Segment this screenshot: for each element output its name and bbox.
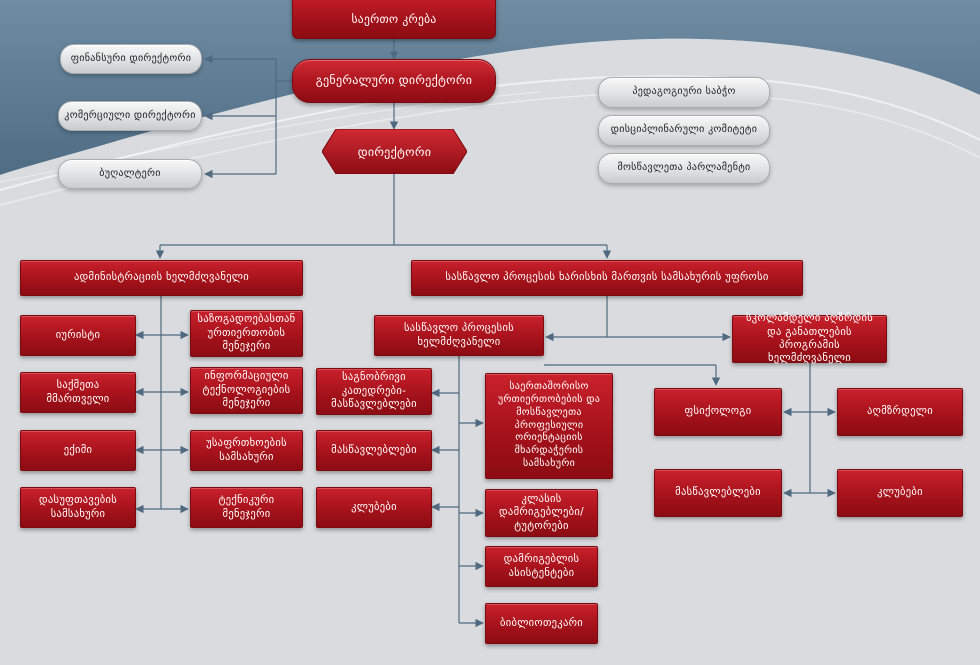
class-tutors-box: კლასის დამრიგებლები/ ტუტორები — [485, 489, 598, 537]
security-service-label: უსაფრთხოების სამსახური — [206, 437, 287, 463]
learning-head-box: სასწავლო პროცესის ხელმძღვანელი — [374, 315, 544, 356]
international-relations-box: საერთაშორისო ურთიერთობების და მოსწავლეთა… — [485, 373, 613, 479]
class-tutors-label: კლასის დამრიგებლები/ ტუტორები — [499, 492, 584, 532]
extracurricular-clubs-box: კლუბები — [837, 469, 963, 517]
doctor-label: ექიმი — [63, 443, 93, 456]
security-service-box: უსაფრთხოების სამსახური — [190, 430, 303, 471]
property-manager-box: საქმეთა მმართველი — [20, 372, 136, 413]
clubs-box: კლუბები — [316, 487, 432, 528]
cleaning-service-box: დასუფთავების სამსახური — [20, 487, 136, 528]
subject-departments-box: საგნობრივი კათედრები- მასწავლებლები — [316, 368, 432, 415]
student-parliament-pill: მოსწავლეთა პარლამენტი — [598, 153, 770, 184]
librarian-box: ბიბლიოთეკარი — [485, 603, 598, 644]
pr-manager-label: საზოგადოებასთან ურთიერთობის მენეჯერი — [197, 313, 296, 353]
commercial-director-label: კომერციული დირექტორი — [64, 109, 196, 121]
subject-departments-label: საგნობრივი კათედრები- მასწავლებლები — [331, 371, 417, 411]
quality-head-box: სასწავლო პროცესის ხარისხის მართვის სამსა… — [411, 260, 803, 296]
caregiver-label: აღმზრდელი — [867, 405, 933, 418]
general-assembly-label: საერთო კრება — [351, 12, 437, 27]
extracurricular-clubs-label: კლუბები — [877, 486, 923, 499]
general-director-box: გენერალური დირექტორი — [292, 59, 496, 103]
psychologist-label: ფსიქოლოგი — [684, 405, 752, 418]
accountant-label: ბუღალტერი — [99, 167, 161, 179]
director-diamond: დირექტორი — [322, 129, 467, 174]
admin-head-box: ადმინისტრაციის ხელმძღვანელი — [20, 260, 303, 296]
international-relations-label: საერთაშორისო ურთიერთობების და მოსწავლეთა… — [497, 381, 601, 469]
it-manager-box: ინფორმაციული ტექნოლოგიების მენეჯერი — [190, 367, 303, 414]
learning-head-label: სასწავლო პროცესის ხელმძღვანელი — [403, 322, 514, 348]
general-director-label: გენერალური დირექტორი — [315, 73, 473, 88]
technical-manager-label: ტექნიკური მენეჯერი — [218, 494, 275, 520]
diamond-shape — [322, 129, 467, 174]
disciplinary-committee-pill: დისციპლინარული კომიტეტი — [598, 115, 770, 146]
commercial-director-pill: კომერციული დირექტორი — [58, 101, 202, 131]
extracurricular-head-box: სკოლამდელი აღზრდის და განათლების პროგრამ… — [732, 312, 887, 365]
cleaning-service-label: დასუფთავების სამსახური — [39, 494, 117, 520]
pedagogical-council-label: პედაგოგიური საბჭო — [632, 86, 736, 98]
pr-manager-box: საზოგადოებასთან ურთიერთობის მენეჯერი — [190, 310, 303, 357]
extracurricular-teachers-label: მასწავლებლები — [675, 486, 761, 499]
pedagogical-council-pill: პედაგოგიური საბჭო — [598, 77, 770, 108]
teachers-box: მასწავლებლები — [316, 430, 432, 471]
psychologist-box: ფსიქოლოგი — [654, 388, 782, 436]
admin-head-label: ადმინისტრაციის ხელმძღვანელი — [74, 271, 249, 284]
quality-head-label: სასწავლო პროცესის ხარისხის მართვის სამსა… — [445, 271, 769, 284]
teachers-label: მასწავლებლები — [331, 443, 417, 456]
doctor-box: ექიმი — [20, 430, 136, 471]
caregiver-box: აღმზრდელი — [837, 388, 963, 436]
extracurricular-teachers-box: მასწავლებლები — [654, 469, 782, 517]
tutor-assistants-box: დამრიგებლის ასისტენტები — [485, 546, 598, 587]
finance-director-pill: ფინანსური დირექტორი — [60, 44, 202, 74]
student-parliament-label: მოსწავლეთა პარლამენტი — [617, 162, 751, 174]
lawyer-label: იურისტი — [55, 328, 101, 341]
extracurricular-head-label: სკოლამდელი აღზრდის და განათლების პროგრამ… — [745, 312, 874, 365]
lawyer-box: იურისტი — [20, 315, 136, 356]
general-assembly-box: საერთო კრება — [292, 0, 496, 39]
director-label: დირექტორი — [357, 144, 432, 159]
librarian-label: ბიბლიოთეკარი — [500, 616, 583, 629]
clubs-label: კლუბები — [351, 500, 397, 513]
tutor-assistants-label: დამრიგებლის ასისტენტები — [503, 553, 580, 579]
accountant-pill: ბუღალტერი — [58, 159, 202, 189]
technical-manager-box: ტექნიკური მენეჯერი — [190, 487, 303, 528]
finance-director-label: ფინანსური დირექტორი — [70, 52, 192, 64]
property-manager-label: საქმეთა მმართველი — [46, 379, 110, 405]
disciplinary-committee-label: დისციპლინარული კომიტეტი — [610, 124, 758, 136]
it-manager-label: ინფორმაციული ტექნოლოგიების მენეჯერი — [202, 370, 291, 410]
